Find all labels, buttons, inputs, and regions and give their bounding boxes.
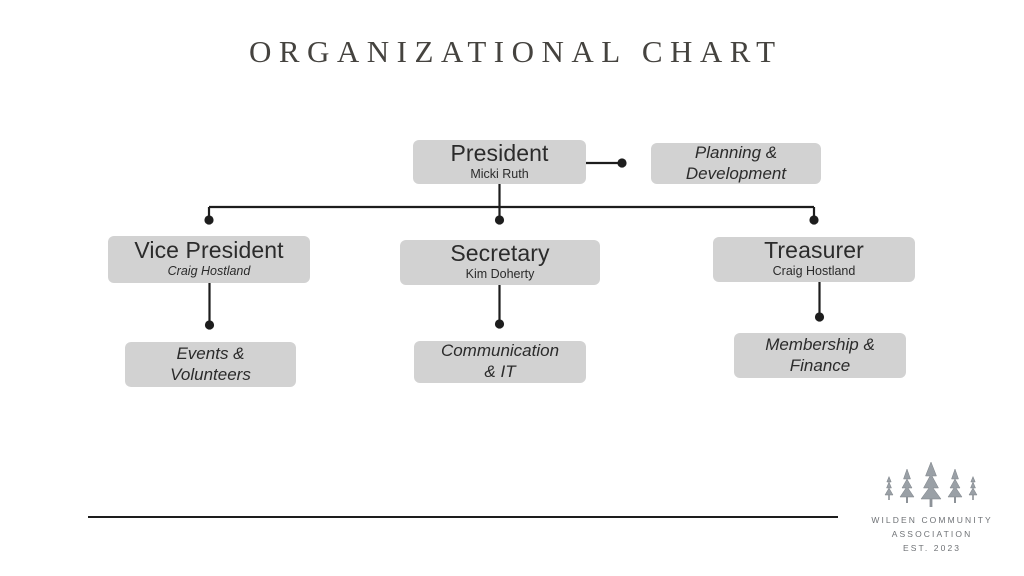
dot-membership (814, 312, 825, 322)
node-person: Kim Doherty (465, 267, 535, 282)
node-department: Communication & IT (440, 341, 560, 381)
dot-events (204, 320, 215, 330)
node-person: Craig Hostland (772, 264, 856, 279)
node-treasurer[interactable]: Treasurer Craig Hostland (713, 237, 915, 282)
node-communication-it[interactable]: Communication & IT (414, 341, 586, 383)
footer-divider (88, 516, 838, 518)
tree-medium-left (899, 468, 915, 503)
logo-line-1: WILDEN COMMUNITY (871, 515, 993, 525)
node-role: Vice President (134, 237, 284, 264)
pine-trees-icon (884, 461, 978, 507)
dot-communication (494, 319, 505, 329)
node-vice-president[interactable]: Vice President Craig Hostland (108, 236, 310, 283)
logo: WILDEN COMMUNITY ASSOCIATION EST. 2023 (843, 445, 1019, 555)
logo-line-2: ASSOCIATION (891, 528, 973, 539)
tree-small-right (968, 475, 978, 500)
node-membership-finance[interactable]: Membership & Finance (734, 333, 906, 378)
node-person: Craig Hostland (167, 264, 251, 279)
logo-line-3: EST. 2023 (902, 542, 962, 553)
dot-treasurer (809, 215, 819, 225)
node-president[interactable]: President Micki Ruth (413, 140, 586, 184)
node-role: Treasurer (764, 237, 864, 264)
node-planning-development[interactable]: Planning & Development (651, 143, 821, 184)
node-events-volunteers[interactable]: Events & Volunteers (125, 342, 296, 387)
tree-medium-right (947, 468, 963, 503)
node-role: President (450, 139, 549, 166)
page-title: ORGANIZATIONAL CHART (248, 34, 783, 69)
dot-planning (617, 158, 627, 168)
node-department: Planning & Development (685, 142, 787, 183)
tree-tall-center (920, 461, 942, 507)
node-role: Secretary (450, 240, 550, 267)
node-person: Micki Ruth (470, 166, 529, 181)
dot-secretary (494, 215, 505, 225)
tree-small-left (884, 475, 894, 500)
logo-text: WILDEN COMMUNITY ASSOCIATION EST. 2023 (843, 514, 1019, 555)
node-secretary[interactable]: Secretary Kim Doherty (400, 240, 600, 285)
dot-vice-president (204, 215, 214, 225)
node-department: Events & Volunteers (170, 343, 251, 384)
node-department: Membership & Finance (765, 334, 875, 375)
